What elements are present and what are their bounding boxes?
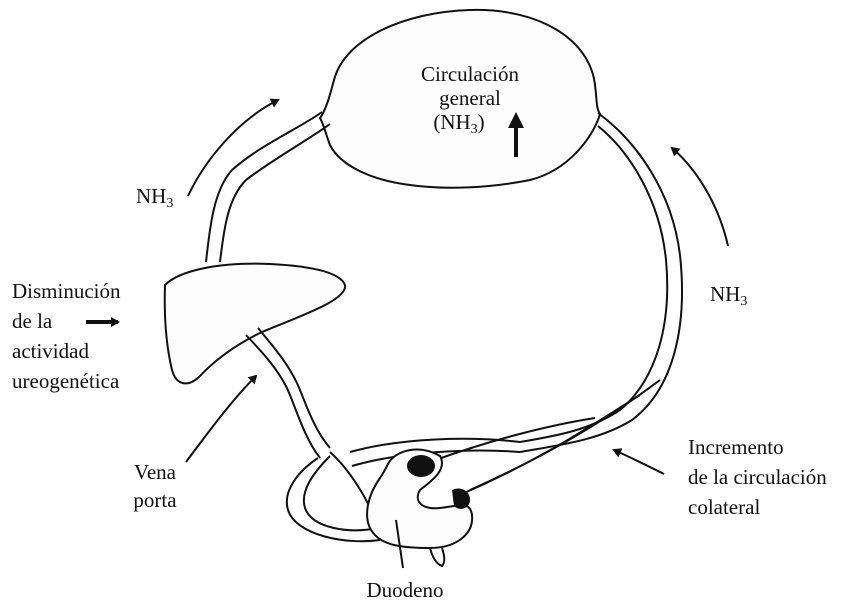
circulation-line-3-sub: 3 <box>471 122 478 137</box>
collateral-pointer-arrow <box>614 450 664 474</box>
nh3-right-base: NH <box>710 282 740 306</box>
duodenum-stub <box>430 548 444 566</box>
circulation-line-2: general <box>386 86 554 110</box>
liver-label-line-4: ureogenética <box>12 366 121 396</box>
flow-arrow-right <box>672 148 728 246</box>
nh3-right-label: NH3 <box>710 282 747 314</box>
circulation-label: Circulación general (NH3) <box>386 62 554 142</box>
nh3-left-sub: 3 <box>166 196 173 211</box>
liver-label-line-1: Disminución <box>12 276 121 306</box>
liver-shape <box>165 264 345 384</box>
duodenum-opening <box>407 455 435 477</box>
circulation-line-3-base: (NH <box>433 110 470 134</box>
portal-pointer-arrow <box>186 376 256 462</box>
nh3-right-sub: 3 <box>740 294 747 309</box>
portal-vein <box>246 328 330 458</box>
collateral-circulation-label: Incremento de la circulación colateral <box>688 432 827 522</box>
portal-vein-label: Vena porta <box>110 458 200 514</box>
collateral-label-line-2: de la circulación <box>688 462 827 492</box>
nh3-left-base: NH <box>136 184 166 208</box>
collateral-label-line-3: colateral <box>688 492 827 522</box>
liver-function-label: Disminución de la actividad ureogenética <box>12 276 121 396</box>
liver-label-line-3: actividad <box>12 336 121 366</box>
liver-label-line-2: de la <box>12 306 121 336</box>
circulation-line-1: Circulación <box>386 62 554 86</box>
lower-loop <box>287 452 380 541</box>
portal-label-line-2: porta <box>110 486 200 514</box>
circulation-line-3-end: ) <box>478 110 485 134</box>
collateral-label-line-1: Incremento <box>688 432 827 462</box>
portal-label-line-1: Vena <box>110 458 200 486</box>
nh3-left-label: NH3 <box>136 184 173 216</box>
circulation-line-3: (NH3) <box>386 110 554 142</box>
duodenum-label: Duodeno <box>340 578 470 602</box>
flow-arrow-left <box>188 100 278 196</box>
left-vessel <box>206 112 330 262</box>
